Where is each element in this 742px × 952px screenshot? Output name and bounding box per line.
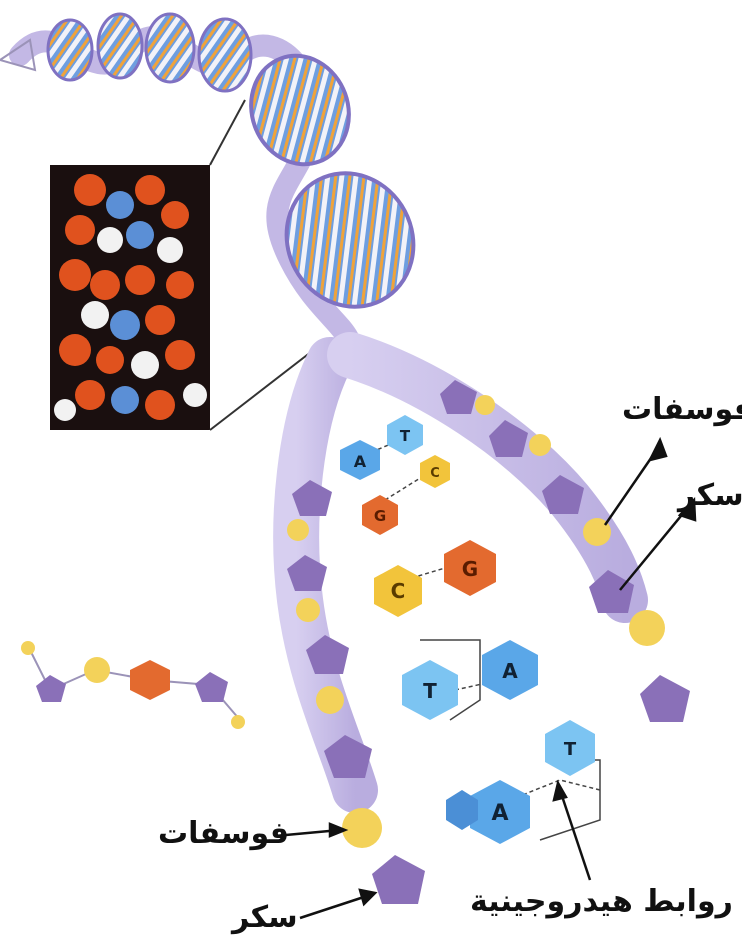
arrow-hydrogen-bonds bbox=[560, 790, 590, 880]
base-letter: T bbox=[564, 739, 577, 760]
label-phosphate-right: فوسفات bbox=[622, 392, 742, 427]
base-pair-3: C G bbox=[374, 540, 496, 617]
base-pair-1: A T bbox=[340, 415, 423, 480]
base-letter: C bbox=[430, 466, 440, 481]
label-sugar-right: سكر bbox=[678, 478, 742, 513]
helix-turn bbox=[236, 42, 364, 178]
base-letter: C bbox=[391, 579, 406, 603]
arrow-sugar-right bbox=[620, 505, 690, 590]
phosphate-circle bbox=[296, 598, 320, 622]
free-nucleotide-units bbox=[342, 808, 425, 904]
arrow-sugar-bottom bbox=[300, 895, 370, 918]
helix-turn bbox=[98, 14, 142, 78]
sugar-pentagon bbox=[36, 675, 66, 702]
helix-turn bbox=[48, 20, 92, 80]
label-sugar-bottom: سكر bbox=[232, 900, 298, 935]
inset-connector-line bbox=[210, 100, 245, 165]
sugar-pentagon bbox=[195, 672, 228, 702]
helix-turn bbox=[146, 14, 194, 82]
base-letter: A bbox=[491, 801, 508, 826]
phosphate-circle bbox=[84, 657, 110, 683]
base-pair-4: T A bbox=[402, 640, 538, 720]
phosphate-circle bbox=[475, 395, 495, 415]
phosphate-circle bbox=[231, 715, 245, 729]
phosphate-circle bbox=[529, 434, 551, 456]
sugar-pentagon bbox=[372, 855, 425, 904]
guanine-base bbox=[130, 660, 170, 700]
phosphate-circle bbox=[21, 641, 35, 655]
phosphate-circle bbox=[287, 519, 309, 541]
base-letter: A bbox=[354, 452, 367, 471]
phosphate-circle bbox=[316, 686, 344, 714]
base-letter: G bbox=[374, 507, 386, 525]
floating-strand-fragment bbox=[21, 641, 245, 729]
phosphate-circle bbox=[629, 610, 665, 646]
base-letter: G bbox=[462, 557, 478, 581]
helix-turn bbox=[199, 19, 251, 91]
base-letter: A bbox=[502, 659, 518, 683]
label-phosphate-bottom: فوسفات bbox=[158, 816, 289, 851]
phosphate-circle bbox=[342, 808, 382, 848]
sugar-pentagon bbox=[640, 675, 690, 722]
label-hydrogen-bonds: روابط هيدروجينية bbox=[470, 884, 733, 919]
base-letter: T bbox=[400, 427, 411, 445]
base-letter: T bbox=[423, 679, 437, 703]
